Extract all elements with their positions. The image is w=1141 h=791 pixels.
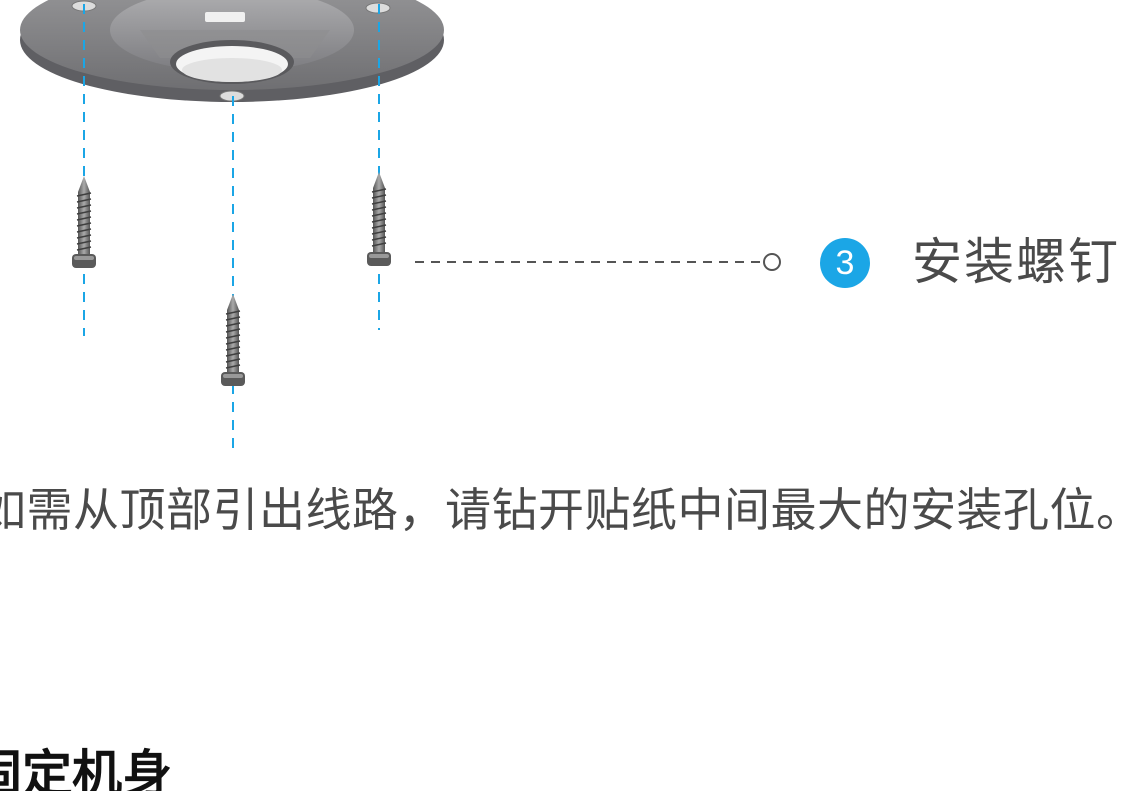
screw-center — [221, 294, 245, 386]
mounting-illustration — [20, 0, 781, 448]
step-label: 安装螺钉 — [912, 233, 1120, 291]
section-heading: 固定机身 — [0, 745, 172, 791]
mount-plate — [20, 0, 444, 102]
screw-left — [72, 176, 96, 268]
step-number-badge: 3 — [820, 238, 870, 288]
screw-right — [367, 172, 391, 266]
callout-leader — [415, 253, 781, 271]
callout-endpoint — [763, 253, 781, 271]
wiring-note: 如需从顶部引出线路，请钻开贴纸中间最大的安装孔位。 — [0, 483, 1141, 537]
guide-lines — [83, 4, 380, 448]
